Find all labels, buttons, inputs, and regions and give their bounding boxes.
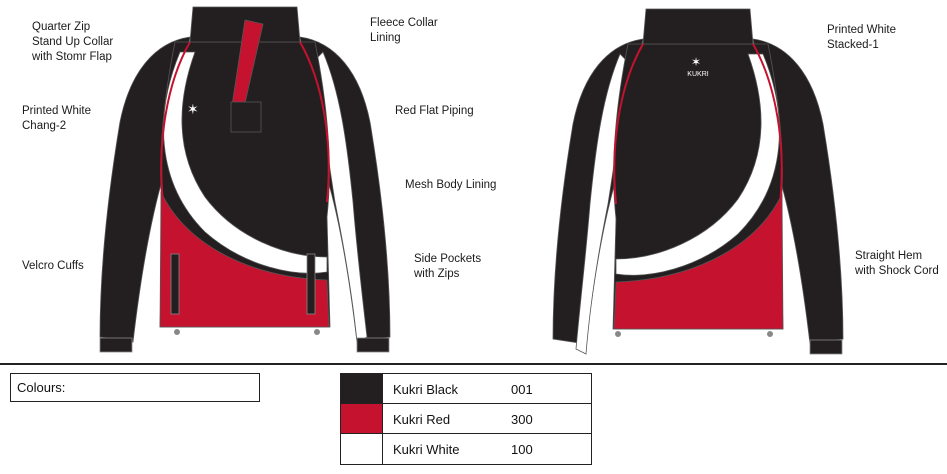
front-red-panel	[159, 191, 330, 328]
front-white-swoosh	[163, 51, 328, 274]
front-zip-base	[230, 101, 262, 133]
swatch-code: 100	[511, 442, 533, 457]
front-cuff-right	[356, 337, 390, 353]
swatch-name: Kukri Black	[393, 382, 459, 397]
label-mesh-body: Mesh Body Lining	[405, 179, 497, 191]
back-logo-icon: ✶	[691, 55, 701, 69]
swatch-name: Kukri White	[393, 442, 460, 457]
colour-swatch-table: Kukri Black 001 Kukri Red 300 Kukri Whit…	[340, 373, 592, 465]
front-hem-toggle-right	[314, 329, 320, 335]
front-red-piping-right	[299, 41, 330, 203]
swatch-chip	[341, 404, 383, 433]
jacket-front-illustration: ✶	[99, 6, 391, 353]
jacket-back-illustration: ✶ KUKRI	[552, 8, 844, 355]
front-hem-toggle-left	[174, 329, 180, 335]
front-pocket-left	[170, 253, 180, 315]
swatch-row: Kukri Black 001	[341, 374, 591, 404]
back-hem-toggle-left	[615, 331, 621, 337]
swatch-name: Kukri Red	[393, 412, 451, 427]
label-red-flat-piping: Red Flat Piping	[395, 105, 474, 117]
front-pocket-right	[306, 253, 316, 315]
label-fleece-collar: Fleece Collar Lining	[370, 17, 438, 44]
label-straight-hem: Straight Hem with Shock Cord	[855, 250, 939, 277]
swatch-code: 300	[511, 412, 533, 427]
front-cuff-left	[99, 337, 133, 353]
label-side-pockets: Side Pockets with Zips	[414, 253, 482, 280]
back-logo-text: KUKRI	[687, 71, 708, 78]
back-red-panel	[613, 193, 784, 330]
swatch-row: Kukri Red 300	[341, 404, 591, 434]
swatch-chip	[341, 374, 383, 403]
colours-label: Colours:	[17, 380, 66, 395]
label-printed-white-stacked: Printed White Stacked-1	[827, 24, 897, 51]
swatch-code: 001	[511, 382, 533, 397]
front-logo-icon: ✶	[187, 102, 199, 118]
label-quarter-zip: Quarter Zip Stand Up Collar with Stomr F…	[32, 21, 114, 63]
back-collar	[642, 8, 754, 45]
colours-label-box: Colours:	[10, 373, 260, 402]
label-velcro-cuffs: Velcro Cuffs	[22, 260, 84, 272]
section-divider	[0, 363, 947, 365]
swatch-row: Kukri White 100	[341, 434, 591, 464]
back-cuff-right	[809, 339, 843, 355]
label-printed-white-chang: Printed White Chang-2	[22, 105, 92, 132]
back-red-piping-left	[613, 43, 644, 205]
back-hem-toggle-right	[767, 331, 773, 337]
front-red-piping-left	[160, 41, 191, 203]
back-red-piping-right	[752, 43, 783, 205]
back-white-swoosh	[615, 53, 780, 276]
swatch-chip	[341, 434, 383, 464]
